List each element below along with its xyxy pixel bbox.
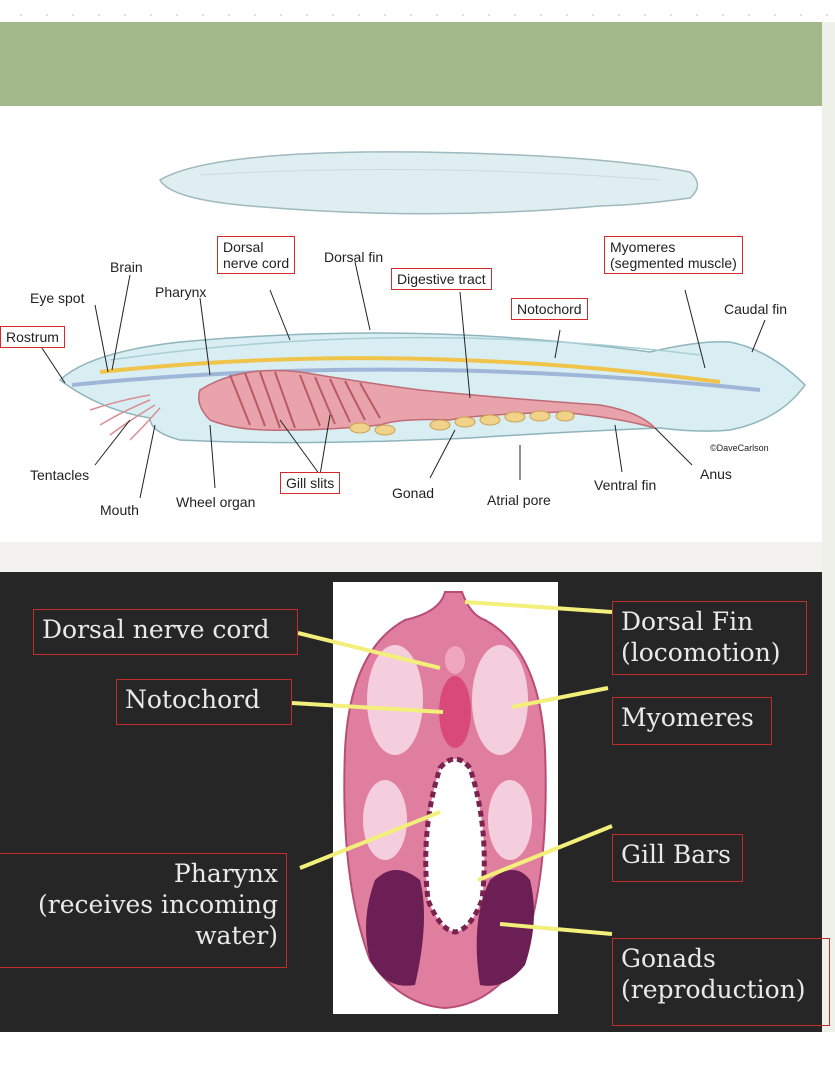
- image-credit: ©DaveCarlson: [710, 443, 769, 453]
- label-ventral-fin: Ventral fin: [594, 477, 657, 493]
- label-mouth: Mouth: [100, 502, 139, 518]
- label-dorsal-nerve-cord-section: Dorsal nerve cord: [33, 609, 298, 655]
- label-rostrum: Rostrum: [0, 326, 65, 348]
- label-pharynx: Pharynx: [155, 284, 207, 300]
- label-notochord-section: Notochord: [116, 679, 292, 725]
- label-brain: Brain: [110, 259, 143, 275]
- label-wheel-organ: Wheel organ: [176, 494, 256, 510]
- slide-title-band: [0, 22, 822, 106]
- label-myomeres-section: Myomeres: [612, 697, 772, 745]
- gonad-section-left: [366, 870, 424, 986]
- label-myomeres: Myomeres (segmented muscle): [604, 236, 743, 274]
- pharynx-section: [423, 756, 487, 935]
- dotted-header-pattern: [0, 0, 835, 22]
- label-notochord: Notochord: [511, 298, 588, 320]
- whole-lancelet-illustration: [158, 151, 699, 215]
- label-eye-spot: Eye spot: [30, 290, 85, 306]
- label-digestive-tract: Digestive tract: [391, 268, 492, 290]
- right-edge: [822, 22, 835, 1032]
- label-gill-bars-section: Gill Bars: [612, 834, 743, 882]
- label-caudal-fin: Caudal fin: [724, 301, 788, 317]
- notochord-illustration: [71, 367, 761, 392]
- bottom-strip: [0, 1032, 835, 1072]
- background-strip: [0, 542, 835, 572]
- label-atrial-pore: Atrial pore: [487, 492, 551, 508]
- label-tentacles: Tentacles: [30, 467, 90, 483]
- label-gonad: Gonad: [392, 485, 435, 501]
- label-gill-slits: Gill slits: [280, 472, 341, 494]
- notochord-section: [439, 676, 471, 748]
- label-dorsal-fin-section: Dorsal Fin (locomotion): [612, 601, 807, 675]
- label-gonads-section: Gonads (reproduction): [612, 938, 830, 1026]
- label-dorsal-fin: Dorsal fin: [324, 249, 384, 265]
- nerve-cord-section: [445, 646, 465, 674]
- label-dorsal-nerve-cord: Dorsal nerve cord: [217, 236, 296, 274]
- label-anus: Anus: [700, 466, 732, 482]
- dorsal-nerve-cord-illustration: [99, 356, 721, 384]
- gonad-section-right: [476, 870, 534, 986]
- label-pharynx-section: Pharynx (receives incoming water): [0, 853, 287, 968]
- pharynx-illustration: [198, 369, 658, 432]
